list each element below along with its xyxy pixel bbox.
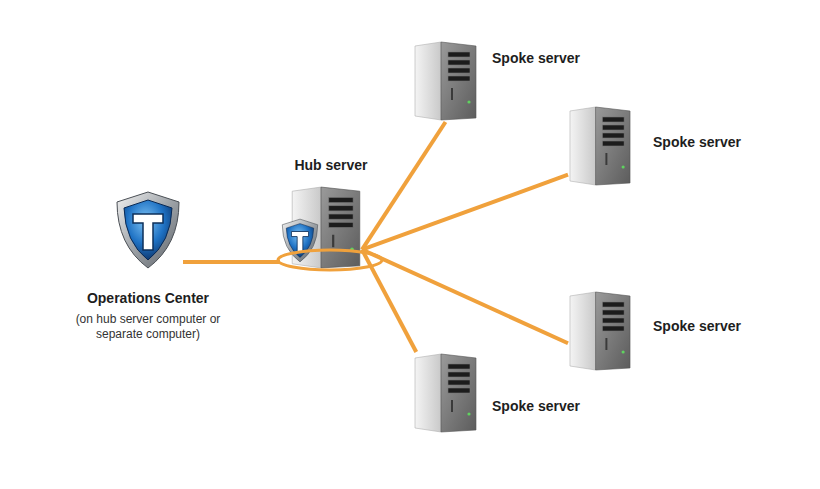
- hub-ring: [280, 185, 362, 270]
- network-link: [362, 250, 568, 344]
- node-label: Operations Center: [48, 290, 248, 307]
- link-line: [362, 122, 446, 250]
- shield-icon: [280, 218, 320, 263]
- spoke-server-node: Spoke server: [413, 40, 478, 122]
- link-line: [362, 250, 568, 344]
- node-label: Spoke server: [492, 398, 580, 415]
- server-icon: [413, 40, 478, 122]
- node-note: (on hub server computer or separate comp…: [75, 312, 221, 342]
- network-link: [362, 175, 568, 250]
- spoke-server-node: Spoke server: [413, 352, 478, 434]
- shield-icon: [113, 190, 183, 270]
- link-line: [183, 260, 280, 264]
- node-label: Spoke server: [492, 50, 580, 67]
- network-link: [362, 122, 446, 250]
- node-label: Spoke server: [653, 134, 741, 151]
- spoke-server-node: Spoke server: [568, 105, 632, 187]
- server-icon: [413, 352, 478, 434]
- spoke-server-node: Spoke server: [568, 290, 632, 372]
- server-icon: [568, 290, 632, 372]
- link-line: [362, 175, 568, 250]
- node-label: Spoke server: [653, 318, 741, 335]
- server-icon: [568, 105, 632, 187]
- network-link: [183, 262, 280, 263]
- operations-center-node: Operations Center(on hub server computer…: [113, 190, 183, 270]
- hub-server-node: Hub server: [280, 185, 362, 270]
- node-label: Hub server: [271, 157, 391, 174]
